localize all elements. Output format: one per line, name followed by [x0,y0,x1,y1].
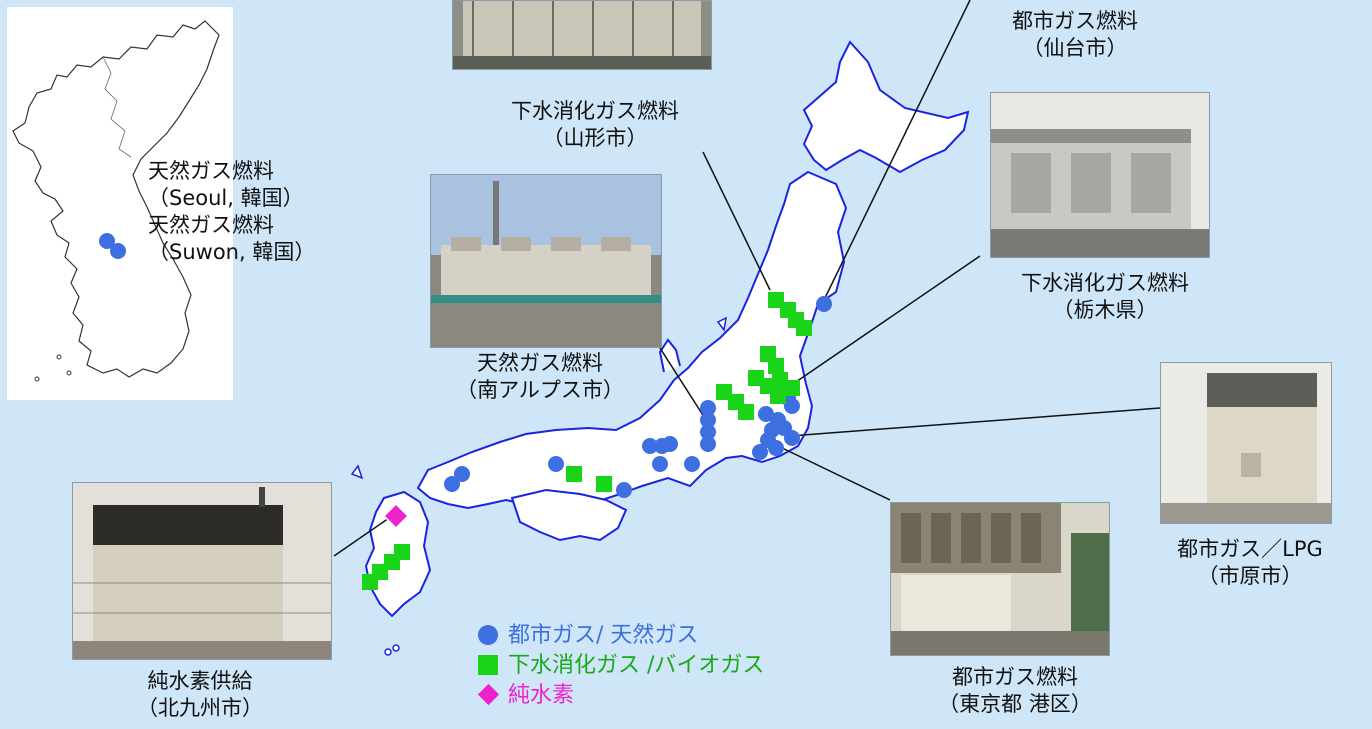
photo-ichihara [1160,362,1332,524]
photo-minami-alps [430,174,662,348]
legend-sewage-gas-label: 下水消化ガス /バイオガス [508,653,765,678]
suwon-marker [110,243,126,259]
photo-tochigi [990,92,1210,258]
caption-yamagata-line1: 下水消化ガス燃料 [511,99,679,123]
caption-tochigi: 下水消化ガス燃料 （栃木県） [990,270,1220,324]
legend-sewage-gas: 下水消化ガス /バイオガス [478,652,764,680]
square-marker-icon [478,655,498,675]
suwon-label-2: （Suwon, 韓国） [148,240,316,264]
caption-minato-line1: 都市ガス燃料 [952,665,1078,689]
caption-sendai: 都市ガス燃料 （仙台市） [985,8,1165,62]
caption-minami-alps-line2: （南アルプス市） [456,378,624,402]
caption-tochigi-line1: 下水消化ガス燃料 [1021,271,1189,295]
caption-kitakyushu: 純水素供給 （北九州市） [110,668,290,722]
caption-ichihara: 都市ガス／LPG （市原市） [1150,536,1350,590]
caption-sendai-line2: （仙台市） [1022,36,1128,60]
honshu-island [416,170,848,510]
caption-sendai-line1: 都市ガス燃料 [1012,9,1138,33]
hydrogen-marker [382,502,410,530]
caption-minato-line2: （東京都 港区） [938,692,1092,716]
circle-marker-icon [478,625,498,645]
photo-top-unit [452,0,712,70]
caption-minami-alps: 天然ガス燃料 （南アルプス市） [420,350,660,404]
diamond-marker-icon [477,683,500,706]
shikoku-island [510,488,628,542]
photo-minato [890,502,1110,656]
caption-kitakyushu-line2: （北九州市） [137,696,263,720]
korea-inset-map [7,7,233,400]
korea-labels: 天然ガス燃料 （Seoul, 韓国） 天然ガス燃料 （Suwon, 韓国） [148,158,315,266]
caption-yamagata: 下水消化ガス燃料 （山形市） [480,98,710,152]
suwon-label-1: 天然ガス燃料 [148,213,274,237]
legend-city-gas-label: 都市ガス/ 天然ガス [508,623,699,648]
seoul-label-2: （Seoul, 韓国） [148,186,304,210]
legend-city-gas: 都市ガス/ 天然ガス [478,622,698,650]
sewage-gas-markers [362,292,812,590]
korea-outline [12,20,220,382]
hokkaido-island [802,40,970,174]
legend-hydrogen-label: 純水素 [508,683,575,708]
caption-kitakyushu-line1: 純水素供給 [147,669,253,693]
caption-ichihara-line2: （市原市） [1197,564,1303,588]
caption-tochigi-line2: （栃木県） [1052,298,1158,322]
caption-ichihara-line1: 都市ガス／LPG [1177,537,1323,561]
legend-hydrogen: 純水素 [477,682,575,710]
caption-yamagata-line2: （山形市） [542,126,648,150]
caption-minami-alps-line1: 天然ガス燃料 [477,351,603,375]
photo-kitakyushu [72,482,332,660]
seoul-marker [99,233,115,249]
caption-minato: 都市ガス燃料 （東京都 港区） [915,664,1115,718]
seoul-label-1: 天然ガス燃料 [148,159,274,183]
